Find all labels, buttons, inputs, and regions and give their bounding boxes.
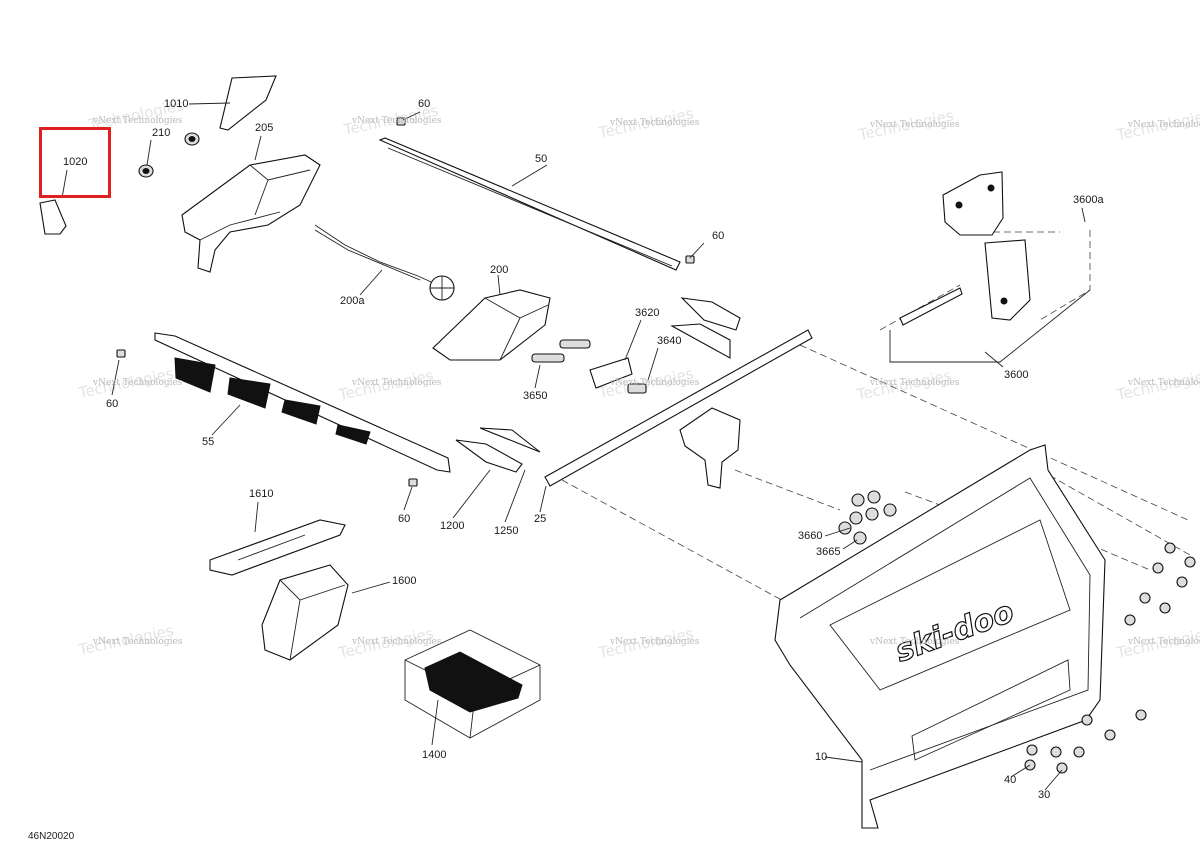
watermark-caption: vNext Technologies — [870, 378, 960, 388]
watermark-caption: vNext Technologies — [870, 120, 960, 130]
leader-lines — [61, 102, 1086, 791]
strip-50[interactable] — [378, 137, 681, 271]
part-label-200a[interactable]: 200a — [340, 295, 365, 307]
part-label-60[interactable]: 60 — [398, 513, 411, 525]
part-label-205[interactable]: 205 — [255, 122, 274, 134]
bracket-center[interactable] — [679, 407, 741, 489]
watermark-caption: vNext Technologies — [610, 378, 700, 388]
part-label-3600a[interactable]: 3600a — [1073, 194, 1104, 206]
part-label-60[interactable]: 60 — [418, 98, 431, 110]
watermark-caption: vNext Technologies — [93, 378, 183, 388]
decal-1010[interactable] — [219, 75, 277, 131]
watermark-caption: vNext Technologies — [610, 637, 700, 647]
light-200[interactable] — [432, 289, 551, 361]
watermark-caption: vNext Technologies — [870, 637, 960, 647]
strap-1610[interactable] — [209, 519, 346, 576]
part-label-55[interactable]: 55 — [202, 436, 215, 448]
watermark-caption: vNext Technologies — [93, 637, 183, 647]
selected-part-highlight — [39, 127, 111, 198]
part-label-1010[interactable]: 1010 — [164, 98, 189, 110]
part-label-25[interactable]: 25 — [534, 513, 547, 525]
panel-55[interactable] — [154, 332, 451, 473]
part-label-1200[interactable]: 1200 — [440, 520, 465, 532]
part-label-10[interactable]: 10 — [815, 751, 828, 763]
part-label-1610[interactable]: 1610 — [249, 488, 274, 500]
cover-205[interactable] — [181, 154, 321, 273]
fasteners-3620[interactable] — [531, 339, 647, 394]
watermark-caption: vNext Technologies — [352, 116, 442, 126]
flap-10[interactable]: ski-doo — [774, 444, 1106, 829]
watermark-caption: vNext Technologies — [610, 118, 700, 128]
part-label-3650[interactable]: 3650 — [523, 390, 548, 402]
bolts-side[interactable] — [1024, 542, 1196, 774]
part-label-1020[interactable]: 1020 — [63, 156, 88, 168]
part-label-3660[interactable]: 3660 — [798, 530, 823, 542]
part-label-30[interactable]: 30 — [1038, 789, 1051, 801]
grommets-210[interactable] — [138, 132, 200, 178]
part-label-1400[interactable]: 1400 — [422, 749, 447, 761]
watermark-caption: vNext Technologies — [93, 116, 183, 126]
part-label-3620[interactable]: 3620 — [635, 307, 660, 319]
rail-25[interactable] — [544, 329, 813, 487]
part-label-3600[interactable]: 3600 — [1004, 369, 1029, 381]
watermark-caption: vNext Technologies — [1128, 120, 1200, 130]
part-label-210[interactable]: 210 — [152, 127, 171, 139]
wiring-200a[interactable] — [314, 224, 455, 301]
lens-1250[interactable] — [479, 427, 541, 453]
lens-upper[interactable] — [670, 297, 741, 359]
part-label-3665[interactable]: 3665 — [816, 546, 841, 558]
bolts-60[interactable] — [116, 117, 695, 487]
hinge-3600[interactable] — [889, 171, 1091, 363]
part-label-1600[interactable]: 1600 — [392, 575, 417, 587]
part-label-200[interactable]: 200 — [490, 264, 509, 276]
case-1600[interactable] — [261, 564, 349, 661]
part-label-3640[interactable]: 3640 — [657, 335, 682, 347]
watermark-caption: vNext Technologies — [352, 378, 442, 388]
part-label-1250[interactable]: 1250 — [494, 525, 519, 537]
part-label-60[interactable]: 60 — [106, 398, 119, 410]
part-label-50[interactable]: 50 — [535, 153, 548, 165]
watermark-caption: vNext Technologies — [352, 637, 442, 647]
decal-1020[interactable] — [39, 199, 67, 235]
toolkit-1400[interactable] — [404, 629, 541, 739]
diagram-code: 46N20020 — [28, 831, 75, 842]
part-label-40[interactable]: 40 — [1004, 774, 1017, 786]
part-label-60[interactable]: 60 — [712, 230, 725, 242]
watermark-caption: vNext Technologies — [1128, 378, 1200, 388]
lens-1200[interactable] — [455, 439, 523, 473]
watermark-caption: vNext Technologies — [1128, 637, 1200, 647]
